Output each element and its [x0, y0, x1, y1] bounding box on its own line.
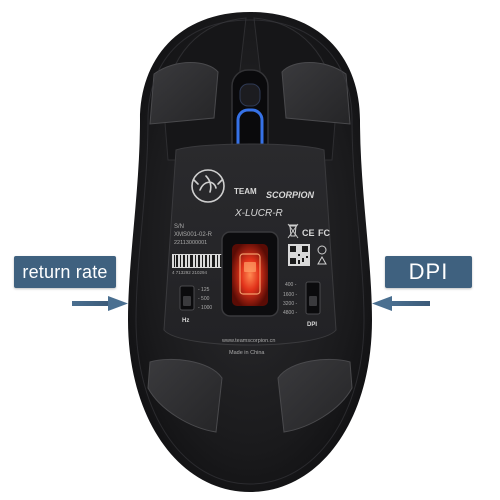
sticker-sn-text: S/N	[174, 224, 184, 230]
top-right-glide-pad	[281, 62, 351, 125]
recycle-bin-icon	[287, 223, 299, 239]
return-rate-label: return rate	[22, 261, 108, 282]
dpi-callout-label: DPI	[408, 259, 449, 284]
arrow-right-icon	[72, 296, 128, 311]
arrow-left-icon	[372, 296, 430, 311]
dpi-option-400: 400 -	[285, 282, 297, 288]
sticker-serial-text: 22113000001	[174, 240, 207, 246]
bottom-right-glide-pad	[277, 358, 353, 433]
ce-mark-text: CE	[302, 228, 315, 238]
dpi-callout: DPI	[385, 256, 472, 288]
top-left-glide-pad	[149, 62, 219, 125]
model-name-text: X-LUCR-R	[234, 208, 283, 219]
warning-triangle-icon	[317, 245, 327, 265]
dpi-label: DPI	[307, 322, 317, 328]
hz-option-500: - 500	[198, 296, 210, 302]
hz-option-1000: - 1000	[198, 305, 212, 311]
website-text: www.teamscorpion.cn	[221, 338, 276, 344]
return-rate-callout: return rate	[14, 256, 116, 288]
hz-option-125: - 125	[198, 287, 210, 293]
scorpion-logo-icon	[191, 169, 225, 203]
brand-team-text: TEAM	[234, 187, 257, 196]
sticker-model-text: XMS001-02-R	[174, 232, 213, 238]
made-in-text: Made in China	[229, 350, 265, 356]
qr-code-icon	[288, 244, 310, 266]
dpi-option-4800: 4800 -	[283, 310, 298, 316]
fc-mark-text: FC	[318, 228, 330, 238]
bottom-left-glide-pad	[147, 358, 223, 433]
hz-label: Hz	[182, 318, 189, 324]
barcode	[172, 254, 224, 268]
dpi-option-1600: 1600 -	[283, 292, 298, 298]
sensor-lens-glow	[232, 244, 268, 306]
barcode-digits-text: 4 713292 210294	[172, 270, 208, 275]
dpi-option-3200: 3200 -	[283, 301, 298, 307]
brand-scorpion-text: SCORPION	[266, 190, 315, 200]
